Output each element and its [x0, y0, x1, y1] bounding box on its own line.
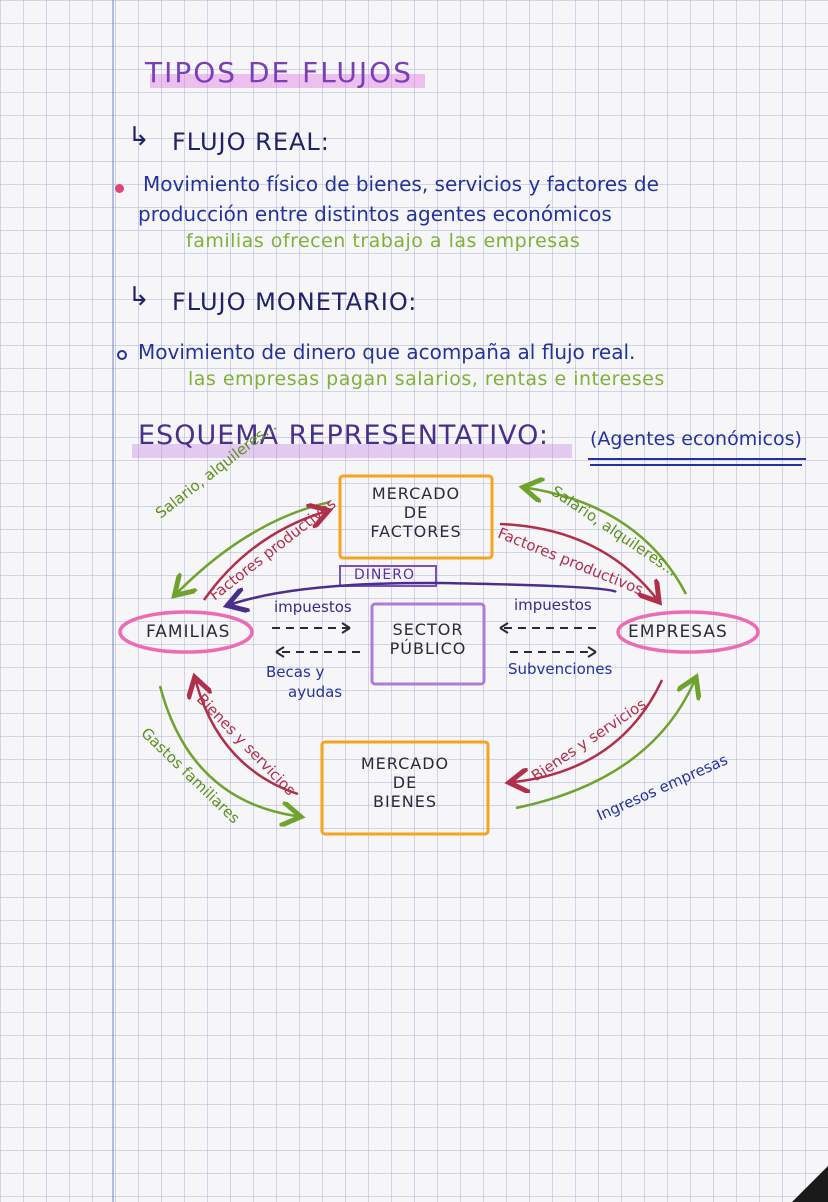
bienes-left-arrow — [196, 682, 299, 796]
page-corner — [792, 1166, 828, 1202]
flujo-monetario-example: las empresas pagan salarios, rentas e in… — [188, 368, 665, 390]
subvenciones-label: Subvenciones — [508, 660, 613, 678]
dinero-label-box — [339, 565, 437, 587]
impuestos-right-label: impuestos — [514, 596, 592, 614]
factores-right-arrow — [499, 522, 656, 598]
schema-title: ESQUEMA REPRESENTATIVO: — [138, 420, 550, 451]
becas-label: Becas y ayudas — [266, 663, 343, 701]
flujo-real-line-1: Movimiento físico de bienes, servicios y… — [143, 172, 659, 196]
flujo-monetario-line-1: Movimiento de dinero que acompaña al flu… — [138, 340, 636, 364]
familias-label: FAMILIAS — [146, 622, 231, 642]
flujo-real-heading: FLUJO REAL: — [172, 128, 330, 156]
ingresos-right-arrow — [515, 682, 694, 810]
bullet-dot-icon — [115, 184, 124, 193]
mercado-bienes-label: MERCADO DE BIENES — [360, 754, 450, 811]
schema-subtitle: (Agentes económicos) — [590, 428, 802, 450]
page-title: TIPOS DE FLUJOS — [145, 56, 413, 89]
impuestos-left-label: impuestos — [274, 598, 352, 616]
familias-oval — [118, 610, 254, 654]
schema-subtitle-underline — [590, 464, 802, 466]
mercado-bienes-box — [320, 740, 490, 836]
bullet-circle-icon — [117, 350, 127, 360]
bienes-right-arrow — [514, 679, 664, 782]
arrow-right-icon: ↳ — [128, 282, 150, 312]
arrow-right-icon: ↳ — [128, 122, 150, 152]
notebook-margin-line — [112, 0, 114, 1202]
dinero-arrow — [232, 581, 617, 604]
flujo-real-example: familias ofrecen trabajo a las empresas — [186, 230, 581, 252]
title-highlight — [150, 74, 425, 88]
mercado-factores-box — [338, 474, 494, 560]
factores-left-arrow — [202, 512, 324, 601]
sector-publico-box — [370, 602, 486, 686]
sector-publico-label: SECTOR PÚBLICO — [389, 620, 467, 658]
flujo-real-line-2: producción entre distintos agentes econó… — [138, 202, 612, 226]
empresas-label: EMPRESAS — [628, 622, 728, 642]
empresas-oval — [616, 610, 760, 654]
dinero-label: DINERO — [354, 567, 415, 583]
schema-subtitle-underline — [588, 458, 806, 460]
mercado-factores-label: MERCADO DE FACTORES — [370, 484, 462, 541]
salario-right-arrow — [528, 488, 688, 595]
flujo-monetario-heading: FLUJO MONETARIO: — [172, 288, 418, 316]
gastos-left-arrow — [158, 685, 296, 816]
schema-title-highlight — [132, 444, 572, 458]
